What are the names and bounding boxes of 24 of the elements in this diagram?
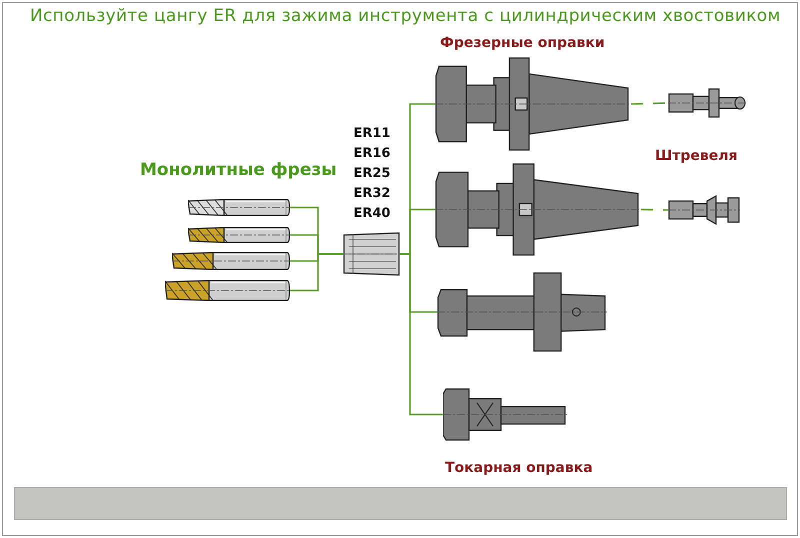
collet-size-label: ER11 [352, 126, 392, 141]
dashed-connector [640, 208, 668, 211]
pull-stud-drawing [668, 194, 740, 226]
tool-holder-drawing [435, 163, 641, 256]
connector-line [290, 253, 343, 292]
collet-size-label: ER16 [352, 146, 392, 161]
connector-line [400, 253, 443, 416]
section-label: Токарная оправка [445, 460, 593, 476]
collet-drawing [343, 232, 400, 276]
section-label: Монолитные фрезы [140, 160, 337, 180]
end-mill-drawing [172, 252, 290, 270]
section-label: Фрезерные оправки [440, 35, 605, 51]
pull-stud-drawing [668, 88, 746, 118]
collet-size-label: ER32 [352, 186, 392, 201]
section-label: Штревеля [655, 148, 738, 164]
tool-holder-drawing [435, 57, 631, 151]
end-mill-drawing [188, 227, 290, 243]
end-mill-drawing [188, 199, 290, 216]
end-mill-drawing [165, 280, 290, 301]
tool-holder-drawing [437, 272, 607, 352]
title-text: Используйте цангу ER для зажима инструмента с цилиндрическим хвостовиком [30, 6, 781, 26]
collet-size-label: ER40 [352, 206, 392, 221]
collet-size-label: ER25 [352, 166, 392, 181]
tool-holder-drawing [443, 388, 567, 441]
